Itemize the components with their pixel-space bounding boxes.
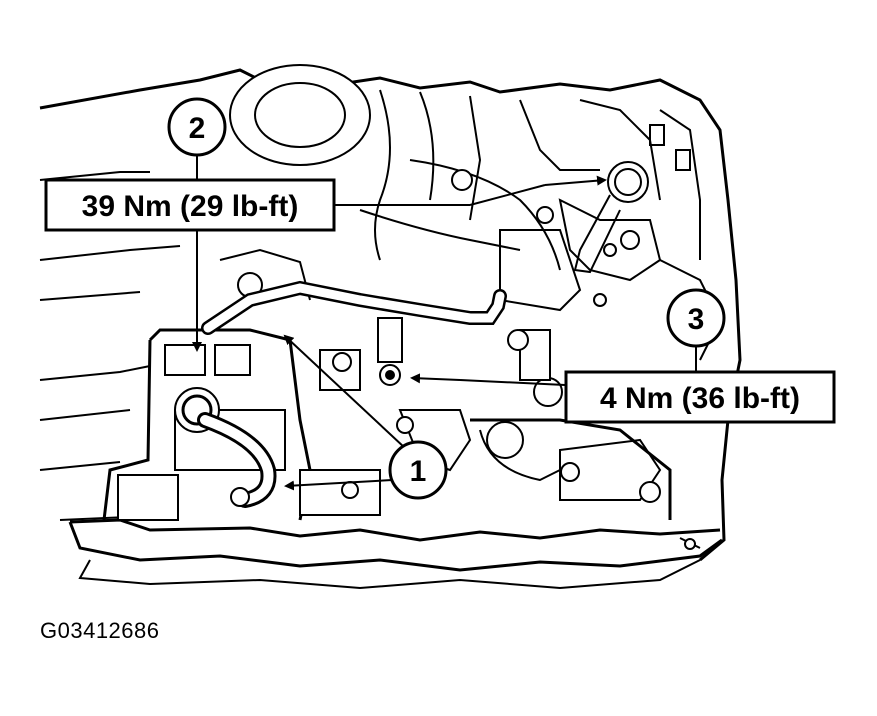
torque-label-39nm: 39 Nm (29 lb-ft) [44,178,336,232]
callout-1-number: 1 [410,455,427,488]
figure-id: G03412686 [40,618,160,643]
callout-2: 2 [167,97,227,157]
upper-right-fitting [573,161,649,274]
torque-label-39nm-text: 39 Nm (29 lb-ft) [82,190,299,223]
leader-lines [192,156,697,491]
valve-body-base [68,518,723,590]
right-lower-bracket [396,329,672,520]
lower-tube-fitting [174,387,277,508]
callout-3-number: 3 [688,303,705,336]
housing-outline [39,64,742,562]
callout-3: 3 [666,288,726,348]
callout-1: 1 [388,440,448,500]
left-solenoid-block [102,248,381,521]
torque-label-4nm: 4 Nm (36 lb-ft) [564,370,836,424]
callout-2-number: 2 [189,112,206,145]
fluid-tube [201,280,507,386]
torque-label-4nm-text: 4 Nm (36 lb-ft) [600,382,800,415]
